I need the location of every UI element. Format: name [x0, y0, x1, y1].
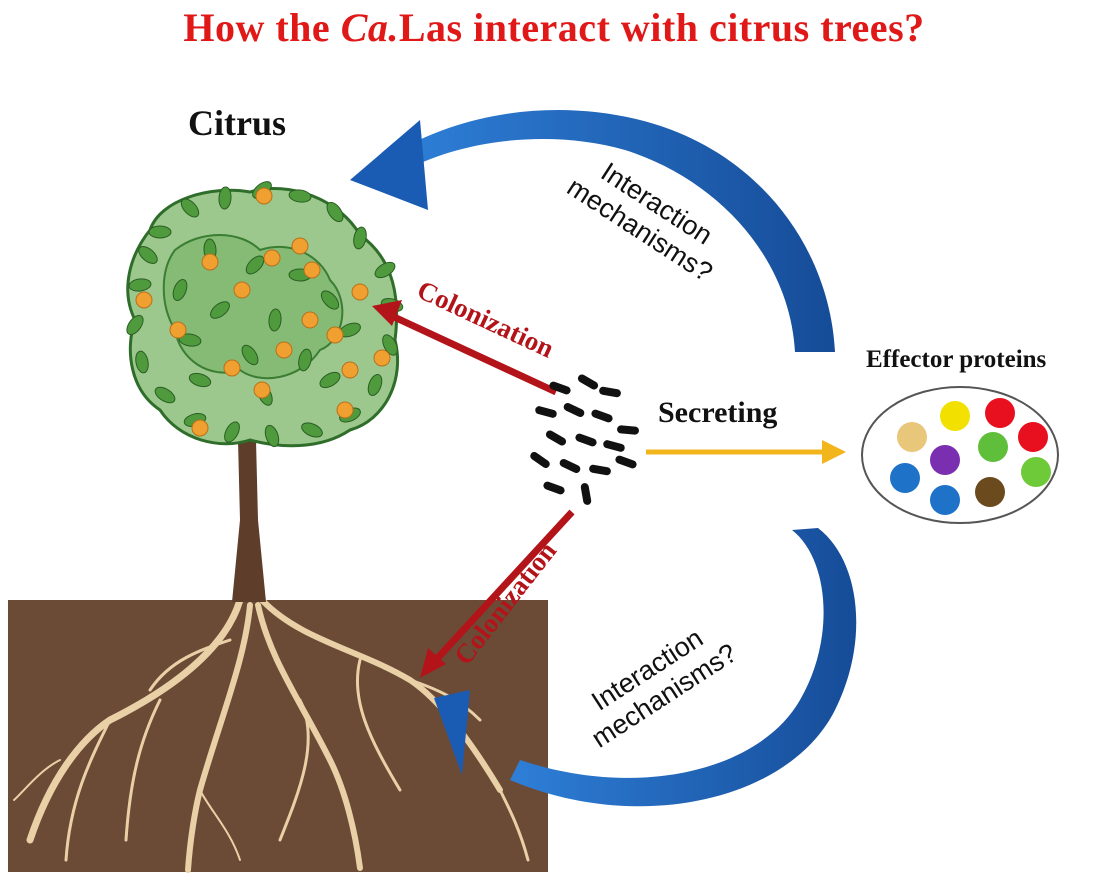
orange-fruit — [233, 281, 251, 299]
leaf — [245, 255, 265, 275]
title-suffix: Las interact with citrus trees? — [398, 5, 925, 50]
bacterium — [591, 409, 613, 423]
orange-fruit — [336, 401, 354, 419]
bacterium — [617, 425, 639, 435]
orange-fruit — [169, 321, 187, 339]
bacterium — [563, 403, 585, 417]
orange-fruit — [253, 381, 271, 399]
leaf — [367, 373, 383, 397]
interaction-arrow-top — [350, 110, 835, 352]
tree-roots — [13, 596, 530, 873]
orange-fruit — [201, 253, 219, 271]
orange-fruit — [326, 326, 344, 344]
leaf — [382, 334, 398, 356]
tree-trunk — [220, 398, 266, 602]
effector-protein-dot — [975, 477, 1005, 507]
secreting-label: Secreting — [658, 396, 778, 429]
bacteria-cluster — [530, 374, 639, 505]
orange-fruit — [275, 341, 293, 359]
title-italic: Ca. — [340, 5, 399, 50]
leaf — [172, 279, 188, 301]
tree-canopy — [126, 187, 400, 448]
effector-protein-dot — [930, 485, 960, 515]
effector-protein-dot — [890, 463, 920, 493]
effector-protein-dots — [890, 398, 1051, 515]
leaf — [264, 424, 280, 448]
leaf — [128, 278, 152, 292]
effector-protein-dot — [940, 401, 970, 431]
leaf — [180, 198, 200, 218]
leaf — [224, 421, 240, 443]
leaf — [135, 350, 149, 374]
diagram-title: How the Ca.Las interact with citrus tree… — [0, 4, 1108, 51]
orange-fruit — [291, 237, 309, 255]
leaf — [148, 225, 172, 239]
leaf — [268, 308, 282, 332]
tree-fruits — [135, 187, 391, 437]
leaf — [298, 348, 312, 372]
colonization-arrow-lower — [420, 509, 575, 678]
bacterium — [575, 433, 597, 447]
orange-fruit — [223, 359, 241, 377]
leaf — [320, 290, 340, 310]
leaf — [241, 344, 259, 366]
orange-fruit — [303, 261, 321, 279]
orange-fruit — [191, 419, 209, 437]
bacterium — [543, 481, 565, 495]
soil — [8, 600, 548, 872]
interaction-arrow-bottom — [434, 528, 857, 807]
leaf — [210, 301, 230, 319]
leaf — [138, 246, 158, 264]
bacterium — [580, 483, 592, 505]
orange-fruit — [301, 311, 319, 329]
orange-fruit — [351, 283, 369, 301]
bacterium — [615, 455, 637, 469]
orange-fruit — [373, 349, 391, 367]
bacterium — [589, 464, 611, 476]
leaf — [301, 422, 323, 438]
effector-protein-dot — [1018, 422, 1048, 452]
effector-protein-dot — [985, 398, 1015, 428]
bacterium — [577, 374, 599, 390]
leaf — [374, 261, 396, 279]
orange-fruit — [255, 187, 273, 205]
effector-protein-dot — [930, 445, 960, 475]
effector-protein-dot — [978, 432, 1008, 462]
effector-proteins-label: Effector proteins — [866, 346, 1047, 373]
secreting-arrow — [646, 440, 846, 464]
citrus-label: Citrus — [188, 103, 286, 143]
bacterium — [535, 406, 557, 418]
effector-protein-dot — [1021, 457, 1051, 487]
bacterium — [559, 459, 581, 473]
bacterium — [549, 381, 571, 395]
leaf — [154, 386, 176, 404]
orange-fruit — [263, 249, 281, 267]
bacterium — [545, 430, 567, 446]
effector-protein-dot — [897, 422, 927, 452]
orange-fruit — [135, 291, 153, 309]
orange-fruit — [341, 361, 359, 379]
leaf — [353, 226, 367, 250]
leaf — [126, 314, 144, 336]
bacterium — [530, 451, 550, 469]
leaf — [188, 372, 212, 388]
leaf — [288, 189, 312, 203]
leaf — [326, 201, 344, 223]
leaf — [218, 186, 232, 210]
bacterium — [603, 440, 625, 452]
bacterium — [599, 386, 621, 398]
leaf — [319, 371, 341, 389]
colonization-arrow-upper — [372, 300, 558, 396]
title-prefix: How the — [183, 5, 341, 50]
